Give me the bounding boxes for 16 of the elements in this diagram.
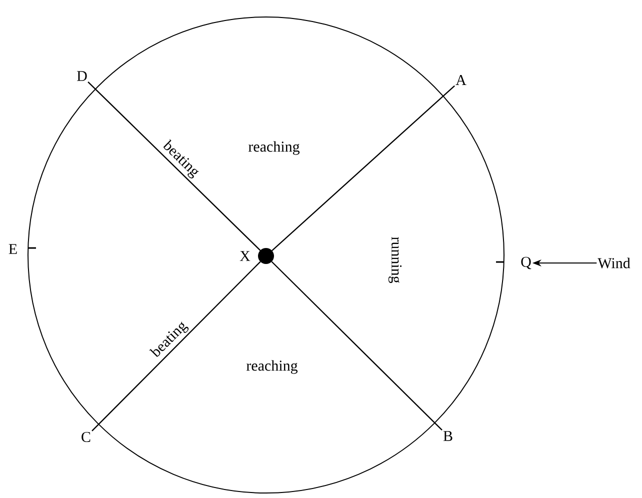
point-label: Wind — [598, 258, 630, 268]
line — [88, 82, 261, 251]
point-label: A — [456, 75, 466, 85]
line — [92, 261, 261, 432]
center-dot — [258, 248, 274, 264]
point-label: X — [240, 251, 250, 261]
line — [271, 261, 442, 430]
line — [272, 85, 455, 252]
region-label: reaching — [248, 141, 300, 155]
region-label: E — [8, 244, 17, 254]
point-label: C — [82, 432, 90, 442]
region-label: reaching — [246, 360, 298, 374]
region-label: running — [388, 236, 402, 284]
point-label: D — [77, 71, 87, 81]
point-label: Q — [521, 256, 532, 270]
point-label: B — [443, 431, 452, 441]
